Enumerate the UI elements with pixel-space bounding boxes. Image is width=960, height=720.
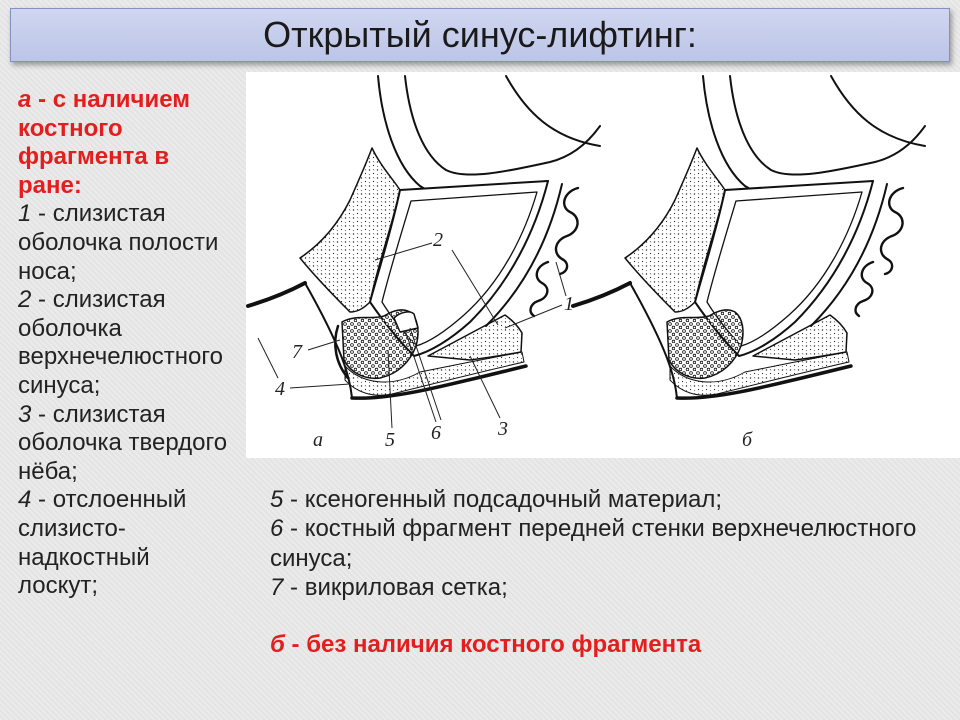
callout-7: 7 [292,341,303,363]
legend-item-text: слизисто- [18,514,126,542]
legend-item-number: 5 [270,486,284,513]
callout-3: 3 [497,418,508,440]
legend-line: 5 - ксеногенный подсадочный материал; [270,485,950,514]
legend-line: 7 - викриловая сетка; [270,573,950,602]
bottom-legend: 5 - ксеногенный подсадочный материал; 6 … [270,485,950,659]
panel-b-anatomy [571,74,927,401]
legend-item-text: нёба; [18,457,78,485]
legend-line: 4 - отслоенный [18,486,244,515]
legend-item-number: 4 [18,486,32,514]
sinus-lift-illustration: 2 1 7 4 5 6 3 а б [246,74,927,451]
leader-line-6b [409,327,442,421]
legend-item-number: 1 [18,200,32,228]
leader-line-7 [307,339,341,351]
heading-text: - с наличием [38,86,191,113]
legend-line: а - с наличием [18,86,244,115]
legend-item-5: 5 - ксеногенный подсадочный материал; [270,485,950,514]
figure-panel: 2 1 7 4 5 6 3 а б [246,72,960,458]
leader-line-4b [257,337,279,379]
legend-line: 1 - слизистая [18,200,244,229]
legend-item-text: - слизистая [38,400,166,428]
vicryl-mesh [334,324,350,380]
leader-line-2 [374,242,433,261]
legend-item-text: оболочка [18,314,122,342]
variant-b-text: - без наличия костного фрагмента [291,631,702,659]
leader-line-1 [504,304,563,329]
legend-item-number: 2 [18,286,32,314]
legend-line: 6 - костный фрагмент передней стенки вер… [270,514,950,543]
panel-a-details [334,311,419,380]
callout-1: 1 [564,293,574,315]
legend-item-number: 6 [270,515,284,543]
callout-5: 5 [385,429,395,451]
panel-a-letter: а [313,429,323,451]
heading-text: костного [18,114,123,142]
legend-item-text: - отслоенный [38,486,187,514]
legend-item-text: надкостный [18,543,150,571]
legend-item-text: - слизистая [38,200,166,228]
variant-b-heading: б - без наличия костного фрагмента [270,630,950,659]
legend-item-text: носа; [18,257,77,285]
leader-line-3 [469,355,501,419]
leader-line-6 [404,329,437,423]
bone-fragment [393,311,419,333]
heading-text: фрагмента в [18,143,170,171]
leader-line-1b [555,261,567,297]
legend-line: 2 - слизистая [18,286,244,315]
legend-item-text: - ксеногенный подсадочный материал; [290,486,723,513]
legend-item-number: 3 [18,400,32,428]
variant-b-letter: б [270,631,285,659]
legend-item-7: 7 - викриловая сетка; [270,573,950,602]
legend-line: 3 - слизистая [18,401,244,430]
legend-item-4: 4 - отслоенный слизисто- надкостный лоск… [18,486,244,600]
leader-line-5 [387,349,393,429]
leader-line-2b [451,249,499,326]
legend-item-text: лоскут; [18,572,99,600]
panel-a-leader-lines [257,242,567,429]
legend-item-2: 2 - слизистая оболочка верхнечелюстного … [18,286,244,400]
legend-item-3: 3 - слизистая оболочка твердого нёба; [18,401,244,487]
slide-title: Открытый синус-лифтинг: [263,14,697,55]
left-legend: а - с наличием костного фрагмента в ране… [18,86,244,601]
heading-text: ране: [18,171,82,199]
leader-line-4 [289,383,351,389]
legend-item-text: верхнечелюстного [18,343,223,371]
legend-item-text: синуса; [18,371,101,399]
legend-item-text: - слизистая [38,286,166,314]
legend-item-text: оболочка твердого [18,429,228,457]
callout-2: 2 [433,229,443,251]
callout-6: 6 [431,422,441,444]
title-banner: Открытый синус-лифтинг: [10,8,950,62]
legend-item-number: 7 [270,573,284,601]
variant-a-letter: а [18,86,32,113]
variant-a-heading: а - с наличием костного фрагмента в ране… [18,86,244,200]
legend-item-text: - костный фрагмент передней стенки верхн… [290,515,917,543]
legend-item-1: 1 - слизистая оболочка полости носа; [18,200,244,286]
legend-item-text: - викриловая сетка; [290,573,508,601]
callout-4: 4 [275,378,285,400]
panel-b-letter: б [742,429,753,451]
legend-item-text: оболочка полости [18,228,219,256]
legend-item-6: 6 - костный фрагмент передней стенки вер… [270,514,950,573]
legend-item-text: синуса; [270,544,353,572]
